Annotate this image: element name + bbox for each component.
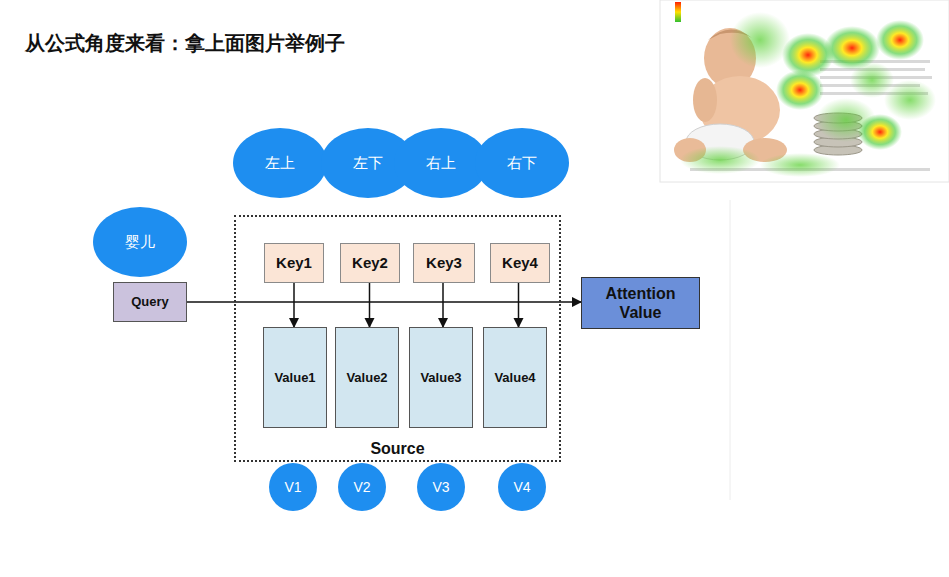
ellipse-node: 右下	[475, 128, 569, 198]
node-label: 左上	[265, 154, 295, 172]
value-box: Value4	[483, 327, 547, 428]
node-label: Value4	[494, 370, 535, 386]
node-label: Source	[236, 439, 559, 458]
node-label: Key3	[426, 254, 462, 272]
arrow-connector	[442, 283, 444, 327]
node-label: 右上	[426, 154, 456, 172]
arrow-connector	[518, 283, 520, 327]
node-label: 右下	[507, 154, 537, 172]
node-label: V1	[284, 479, 301, 496]
node-label: 婴儿	[125, 233, 155, 251]
key-box: Key2	[340, 243, 400, 283]
value-box: Value1	[263, 327, 327, 428]
key-box: Key4	[490, 243, 550, 283]
node-label: Key2	[352, 254, 388, 272]
ellipse-node: 婴儿	[93, 207, 187, 277]
attention-value-box: Attention Value	[581, 277, 700, 329]
node-label: Key1	[276, 254, 312, 272]
value-circle: V4	[498, 463, 546, 511]
title: 从公式角度来看：拿上面图片举例子	[25, 30, 345, 57]
value-circle: V2	[338, 463, 386, 511]
node-label: Attention Value	[591, 284, 691, 322]
source-region: Source Key1 Key2 Key3 Key4Value1 Value2 Value3…	[234, 215, 561, 462]
node-label: 左下	[353, 154, 383, 172]
node-label: Key4	[502, 254, 538, 272]
key-box: Key1	[264, 243, 324, 283]
value-circle: V3	[417, 463, 465, 511]
value-box: Value3	[409, 327, 473, 428]
value-circle: V1	[269, 463, 317, 511]
value-box: Value2	[335, 327, 399, 428]
arrow-connector	[369, 283, 371, 327]
key-box: Key3	[413, 243, 475, 283]
arrow-connector	[187, 301, 581, 303]
node-label: V3	[432, 479, 449, 496]
ellipse-node: 左上	[233, 128, 327, 198]
node-label: V2	[353, 479, 370, 496]
ellipse-node: 右上	[394, 128, 488, 198]
node-label: Value1	[274, 370, 315, 386]
query-box: Query	[113, 282, 187, 322]
node-label: Value2	[346, 370, 387, 386]
arrow-connector	[293, 283, 295, 327]
node-label: Query	[131, 294, 169, 310]
node-label: Value3	[420, 370, 461, 386]
node-label: V4	[513, 479, 530, 496]
